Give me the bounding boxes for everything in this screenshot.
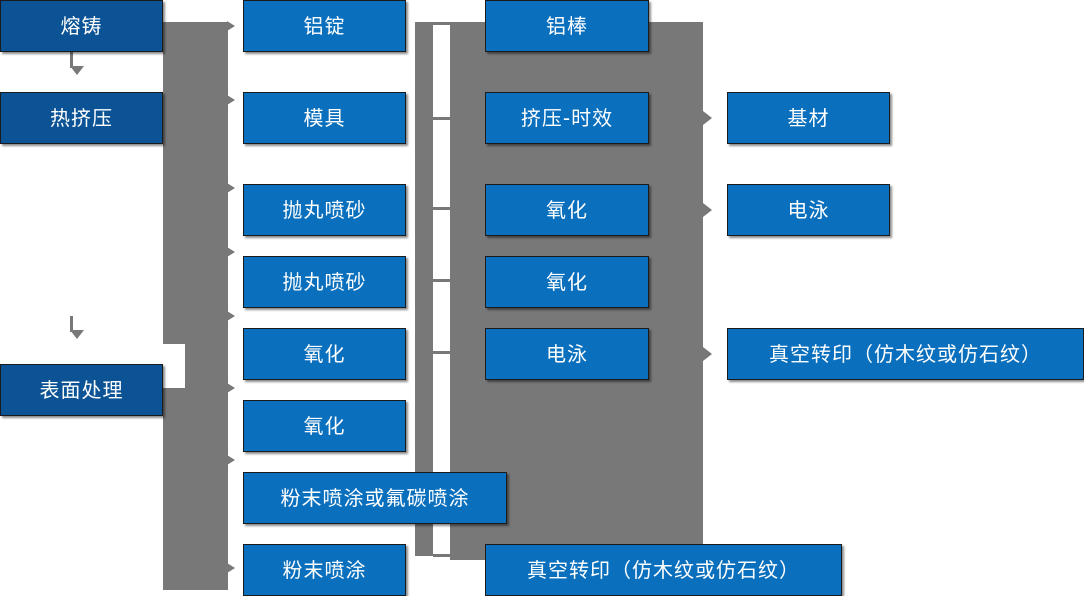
step2-label: 电泳: [546, 341, 588, 366]
step1-label: 抛丸喷砂: [282, 197, 367, 222]
arrow-to-step1-2: [227, 95, 235, 105]
connector-mid-rail-stub-6: [433, 554, 453, 557]
connector-mid-rail-stub-4: [433, 279, 453, 282]
step2-box-aluminum-bar[interactable]: 铝棒: [485, 0, 649, 52]
stage-box-melting-casting[interactable]: 熔铸: [0, 0, 163, 52]
stage-box-hot-extrusion[interactable]: 热挤压: [0, 92, 163, 144]
step1-label: 模具: [303, 105, 346, 130]
connector-mid-rail-stub-1: [433, 22, 453, 25]
step3-box-electrophoresis[interactable]: 电泳: [727, 184, 890, 236]
step1-label: 粉末喷涂或氟碳喷涂: [280, 485, 470, 510]
connector-left-trunk: [163, 22, 228, 590]
connector-mid-rail-stub-3: [433, 207, 453, 210]
step1-label: 抛丸喷砂: [282, 269, 367, 294]
output-box-vacuum-transfer-printing-right[interactable]: 真空转印（仿木纹或仿石纹）: [727, 328, 1084, 380]
step2-label: 铝棒: [546, 13, 588, 38]
connector-mid-rail-stub-5: [433, 351, 453, 354]
step1-box-mold[interactable]: 模具: [243, 92, 406, 144]
step1-box-oxidation-2[interactable]: 氧化: [243, 400, 406, 452]
arrow-to-output-1: [703, 347, 712, 361]
arrow-to-step3-1: [703, 111, 712, 125]
connector-mid-bar: [415, 22, 433, 556]
step3-box-substrate[interactable]: 基材: [727, 92, 890, 144]
step1-label: 粉末喷涂: [282, 557, 367, 582]
connector-left-stub-mid: [70, 316, 73, 332]
step1-box-shot-blasting-2[interactable]: 抛丸喷砂: [243, 256, 406, 308]
step1-box-powder-coating[interactable]: 粉末喷涂: [243, 544, 406, 596]
step2-label: 氧化: [546, 269, 588, 294]
step2-box-extrusion-aging[interactable]: 挤压-时效: [485, 92, 649, 144]
output-label: 真空转印（仿木纹或仿石纹）: [769, 341, 1042, 366]
arrow-to-step1-7: [227, 455, 235, 465]
connector-left-notch: [163, 344, 185, 388]
connector-left-stub-top: [70, 52, 73, 68]
stage-box-surface-treatment[interactable]: 表面处理: [0, 364, 163, 416]
arrow-to-step3-2: [703, 203, 712, 217]
step1-box-powder-or-fluorocarbon-coating[interactable]: 粉末喷涂或氟碳喷涂: [243, 472, 507, 524]
step2-label: 挤压-时效: [520, 105, 614, 130]
step2-box-electrophoresis[interactable]: 电泳: [485, 328, 649, 380]
arrow-to-step1-5: [227, 311, 235, 321]
stage-label: 热挤压: [50, 105, 113, 130]
arrow-to-step1-1: [227, 21, 235, 31]
output-box-vacuum-transfer-printing-bottom[interactable]: 真空转印（仿木纹或仿石纹）: [485, 544, 842, 596]
connector-left-down-arrow-1: [70, 66, 84, 75]
connector-mid-rail-stub-2: [433, 117, 453, 120]
arrow-to-step1-3: [227, 183, 235, 193]
step1-label: 氧化: [303, 341, 346, 366]
stage-label: 熔铸: [60, 13, 103, 38]
connector-surface-stub: [163, 388, 185, 391]
arrow-to-step1-4: [227, 247, 235, 257]
step1-label: 氧化: [303, 413, 346, 438]
arrow-to-step1-6: [227, 383, 235, 393]
connector-left-down-arrow-2: [70, 330, 84, 339]
step2-label: 氧化: [546, 197, 588, 222]
step1-box-oxidation-1[interactable]: 氧化: [243, 328, 406, 380]
step3-label: 基材: [787, 105, 830, 130]
step1-box-aluminum-ingot[interactable]: 铝锭: [243, 0, 406, 52]
step3-label: 电泳: [787, 197, 830, 222]
stage-label: 表面处理: [39, 377, 124, 402]
step1-box-shot-blasting-1[interactable]: 抛丸喷砂: [243, 184, 406, 236]
step2-box-oxidation-1[interactable]: 氧化: [485, 184, 649, 236]
arrow-to-step1-8: [227, 563, 235, 573]
output-label: 真空转印（仿木纹或仿石纹）: [527, 557, 800, 582]
step2-box-oxidation-2[interactable]: 氧化: [485, 256, 649, 308]
step1-label: 铝锭: [303, 13, 346, 38]
